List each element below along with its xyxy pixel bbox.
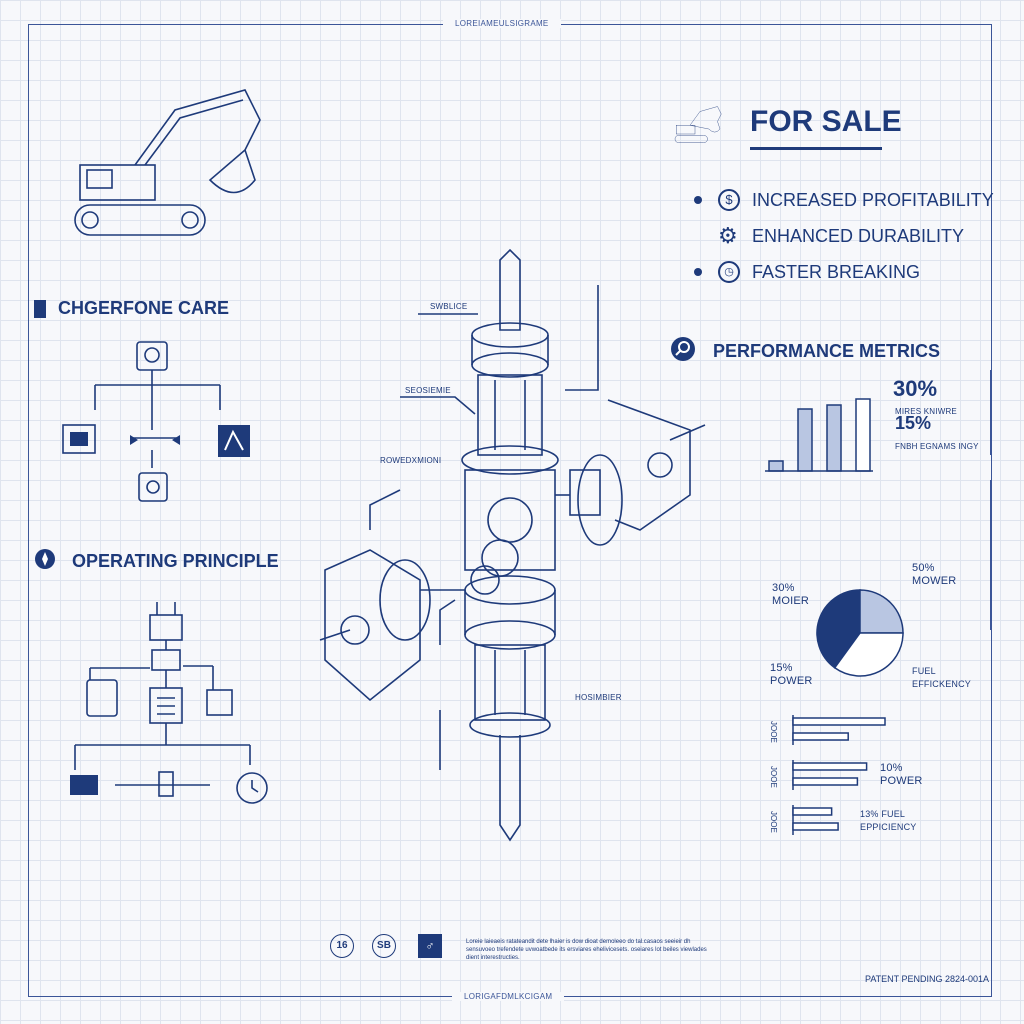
hbar	[792, 777, 859, 786]
callout-line	[418, 313, 478, 315]
bar	[826, 404, 842, 472]
hbar	[792, 807, 833, 816]
badge-icon: SB	[372, 934, 396, 958]
feature-label: INCREASED PROFITABILITY	[752, 189, 994, 210]
hbar	[792, 822, 839, 831]
callout-label: HOSIMBIER	[575, 693, 622, 702]
stopwatch-icon: ◷	[718, 261, 740, 283]
bullet	[694, 196, 702, 204]
section-title-care: CHGERFONE CARE	[58, 298, 230, 318]
operating-flow-diagram	[70, 602, 268, 804]
footer-body-text: Loreie laieaeis ratateandit dete lhaier …	[466, 939, 707, 961]
callout-label: SWBLICE	[430, 302, 468, 311]
vertical-bar-chart	[765, 398, 873, 472]
excavator-small-icon	[674, 106, 722, 143]
compass-icon	[35, 549, 55, 569]
hbar-label: JOOE	[769, 721, 778, 743]
metric-value: 30%	[893, 376, 938, 401]
section-marker	[34, 300, 46, 318]
callout-line	[400, 396, 476, 415]
section-title-operating: OPERATING PRINCIPLE	[72, 551, 279, 571]
gear-icon: ⚙	[718, 223, 738, 248]
hbar	[792, 762, 868, 771]
feature-item: ◷ FASTER BREAKING	[694, 254, 994, 290]
pie-label-text: 30% MOIER	[772, 582, 810, 607]
dollar-icon: $	[718, 189, 740, 211]
feature-item: ⚙ ENHANCED DURABILITY	[694, 218, 994, 254]
pie-label: 50% MOWER	[912, 562, 957, 587]
callout-label: SEOSIEMIE	[405, 386, 451, 395]
care-flow-diagram	[62, 341, 250, 502]
bottom-caption: LORIGAFDMLKCIGAM	[452, 992, 565, 1001]
pie-label: FUEL EFFICKENCY	[912, 666, 972, 689]
hbar-note: 10% POWER	[880, 762, 923, 787]
badge-icon: 16	[330, 934, 354, 958]
pie-label: 30% MOIER	[772, 582, 810, 608]
title-underline	[750, 147, 882, 150]
pie-slice	[833, 632, 904, 677]
bullet	[694, 268, 702, 276]
metric-label: MIRES KNIWRE	[895, 407, 957, 416]
logo-icon: ♂	[418, 934, 442, 958]
metric-value: 15%	[895, 413, 932, 433]
excavator-illustration	[74, 89, 261, 236]
bar	[855, 398, 871, 472]
feature-label: ENHANCED DURABILITY	[752, 225, 965, 246]
metric-label: FNBH EGNAMS INGY	[895, 442, 979, 451]
bar	[797, 408, 813, 472]
horizontal-bar-chart: JOOE JOOE JOOE	[769, 715, 886, 835]
hbar-note: 13% FUEL EPPICIENCY	[860, 809, 917, 832]
pie-slice	[859, 589, 904, 634]
callout-label: ROWEDXMIONI	[380, 456, 442, 465]
hbar	[792, 732, 849, 741]
feature-list: $ INCREASED PROFITABILITY ⚙ ENHANCED DURAB…	[694, 182, 994, 290]
hbar-label: JOOE	[769, 811, 778, 833]
hbar-label: JOOE	[769, 766, 778, 788]
top-caption: LOREIAMEULSIGRAME	[443, 19, 561, 28]
for-sale-title: FOR SALE	[750, 105, 902, 138]
mechanism-illustration	[319, 248, 706, 842]
pie-chart	[816, 589, 904, 677]
patent-text: PATENT PENDING 2824-001A	[865, 974, 990, 984]
feature-label: FASTER BREAKING	[752, 261, 921, 282]
bar	[768, 460, 784, 472]
metrics-title: PERFORMANCE METRICS	[713, 341, 941, 361]
feature-item: $ INCREASED PROFITABILITY	[694, 182, 994, 218]
pie-label: 15% POWER	[770, 662, 813, 687]
hbar	[792, 717, 886, 726]
magnifier-icon	[671, 337, 695, 361]
pie-slice	[816, 589, 861, 669]
